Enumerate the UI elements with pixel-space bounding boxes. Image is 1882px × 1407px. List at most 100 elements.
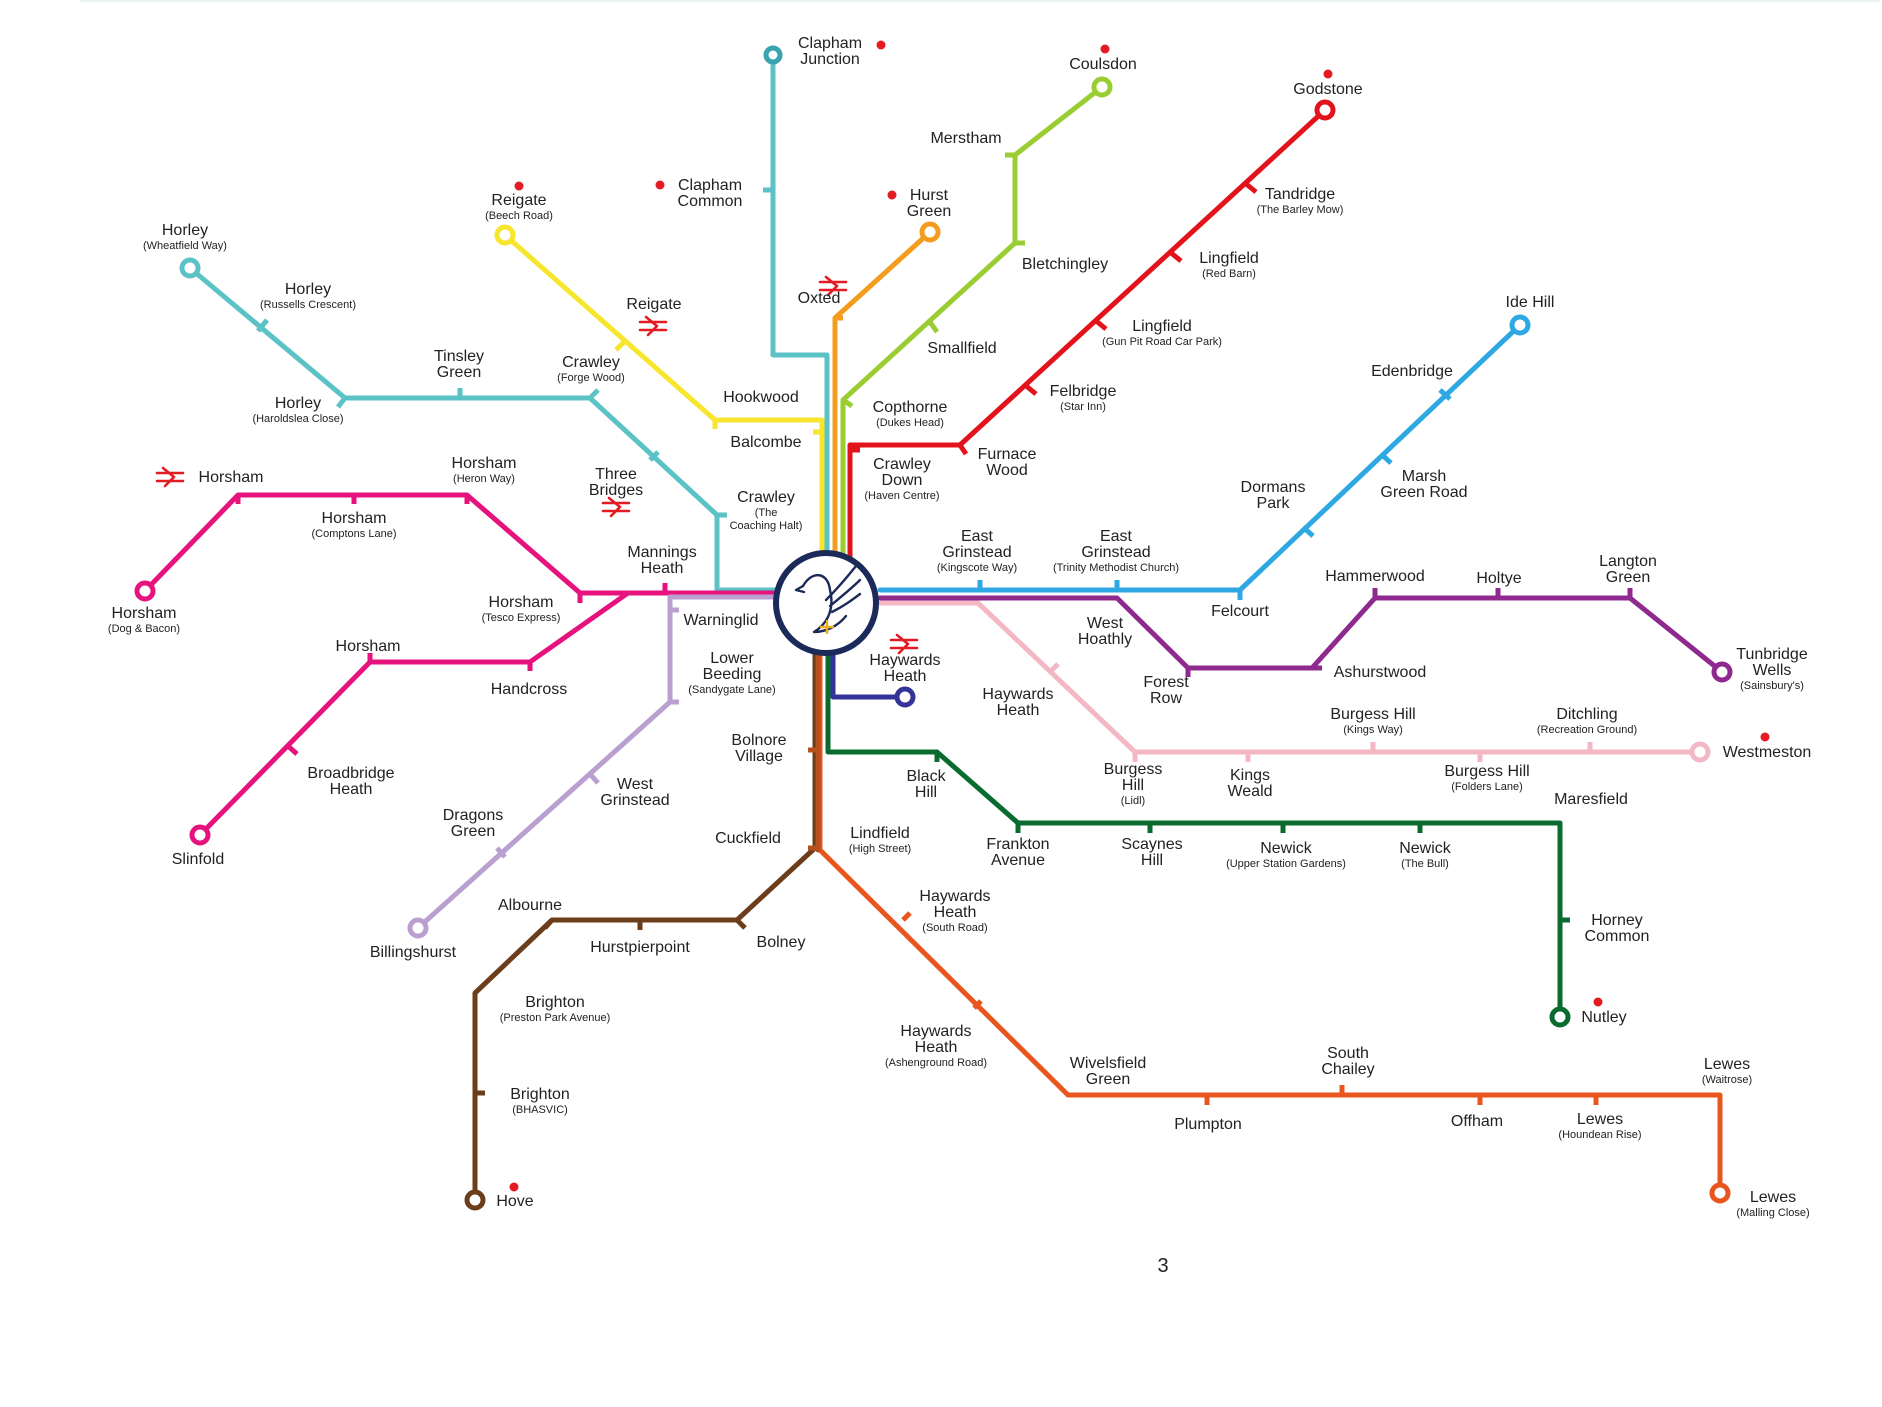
terminus-coulsdon [1091,76,1113,98]
station-label: Horley(Russells Crescent) [260,281,356,311]
station-label: Albourne [498,897,562,914]
route-line-haywards-heath [830,637,908,700]
station-label: Oxted [798,290,841,307]
station-label: Crawley(Forge Wood) [557,354,625,384]
hub-ring [773,550,879,656]
station-label: Plumpton [1174,1116,1242,1133]
station-tick [841,397,854,409]
route-line-coulsdon [840,84,1105,593]
red-dot-icon [1760,732,1770,742]
route-line-tunbridge-wells [877,595,1725,675]
station-label: Horsham(Comptons Lane) [312,510,397,540]
station-label: Bolney [757,934,806,951]
station-label: Burgess Hill(Kings Way) [1330,706,1415,736]
terminus-horsham-dog-bacon [134,580,156,602]
terminus-reigate [494,224,516,246]
terminus-ide-hill [1509,314,1531,336]
station-label: Tandridge(The Barley Mow) [1257,186,1344,216]
station-tick [957,443,969,456]
station-label: Coulsdon [1069,56,1137,73]
route-line-horley [187,265,788,593]
station-label: Horsham(Heron Way) [452,455,517,485]
station-label: Lingfield(Red Barn) [1199,250,1259,280]
station-tick [1168,250,1183,263]
station-label: Hurstpierpoint [590,939,690,956]
station-label: Ditchling(Recreation Ground) [1537,706,1637,736]
station-tick [1438,388,1452,401]
station-tick [1243,181,1258,194]
station-label: Hammerwood [1325,568,1425,585]
station-label: Ashurstwood [1334,664,1427,681]
red-dot-icon [655,180,665,190]
station-tick [735,918,747,930]
national-rail-icon [155,466,185,488]
station-label: Lewes(Malling Close) [1736,1189,1809,1219]
station-tick [1023,383,1038,396]
station-label: Horsham [199,469,264,486]
station-label: Offham [1451,1113,1503,1130]
station-tick [286,744,299,756]
station-label: Cuckfield [715,830,781,847]
station-label: Balcombe [730,434,801,451]
route-line-godstone [847,107,1328,593]
route-line-nutley [825,637,1563,1020]
station-label: Horsham [336,638,401,655]
red-dot-icon [887,190,897,200]
station-label: Handcross [491,681,567,698]
station-label: Smallfield [927,340,996,357]
terminus-godstone [1314,99,1336,121]
station-label: Edenbridge [1371,363,1453,380]
station-label: Hove [496,1193,533,1210]
station-tick [1301,525,1315,538]
route-line-horsham-b [197,590,631,838]
route-line-reigate [502,232,825,593]
station-tick [1379,452,1393,465]
terminus-billingshurst [407,917,429,939]
station-label: Lewes(Waitrose) [1702,1056,1752,1086]
red-dot-icon [1323,69,1333,79]
station-label: Nutley [1581,1009,1626,1026]
terminus-tunbridge-wells [1711,661,1733,683]
station-label: Horsham(Tesco Express) [482,594,561,624]
cross-icon [820,620,834,634]
station-label: Newick(The Bull) [1399,840,1452,870]
station-tick [543,918,554,930]
station-label: Horsham(Dog & Bacon) [108,605,180,635]
central-hub [773,550,879,656]
national-rail-icon [638,315,668,337]
station-label: Maresfield [1554,791,1628,808]
terminus-horley [179,257,201,279]
station-tick [588,772,600,785]
station-label: Horley(Haroldslea Close) [252,395,343,425]
terminus-nutley [1549,1006,1571,1028]
station-tick [648,450,660,462]
top-edge [80,0,1880,2]
page-number: 3 [1157,1255,1168,1277]
red-dot-icon [1593,997,1603,1007]
